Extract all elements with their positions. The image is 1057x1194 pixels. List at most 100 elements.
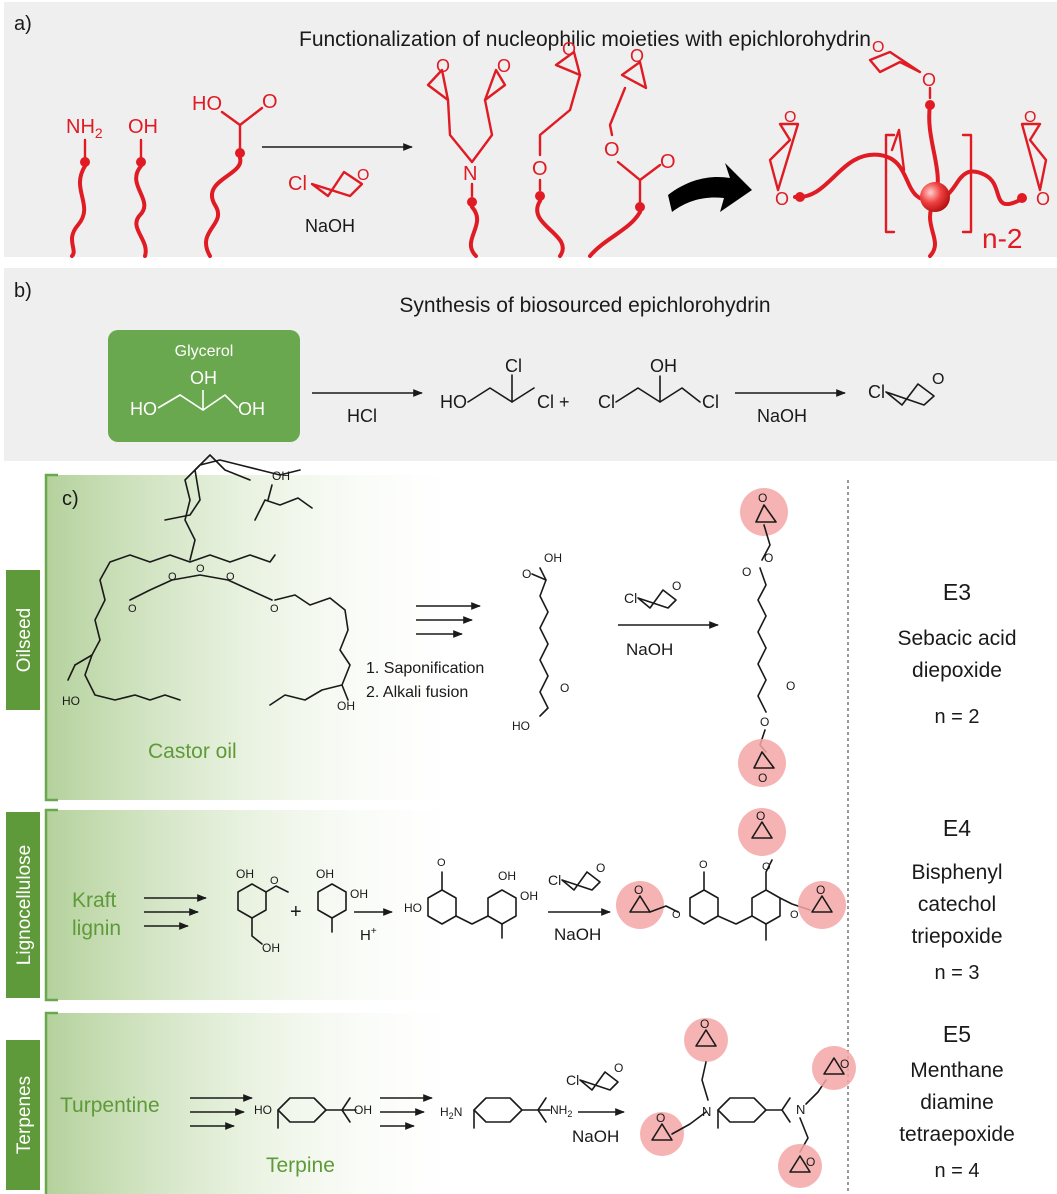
lignocellulose-tab: [6, 812, 40, 998]
menthane-tetraepoxide-structure: O O N N O O: [640, 1017, 856, 1188]
lignocellulose-background: [46, 810, 476, 1000]
glycidyl-ether: O O: [532, 39, 582, 258]
svg-text:O: O: [758, 771, 767, 785]
svg-text:O: O: [436, 56, 450, 76]
panel-b-reagent-2: NaOH: [757, 406, 807, 426]
svg-text:Cl: Cl: [598, 392, 615, 412]
e4-n: n = 3: [934, 962, 979, 984]
castor-oil-label: Castor oil: [148, 740, 237, 763]
panel-c: Oilseed Lignocellulose Terpenes c) HO OH…: [6, 454, 1017, 1194]
svg-text:O: O: [758, 491, 767, 505]
svg-text:NH2: NH2: [550, 1103, 572, 1119]
panel-b: b) Synthesis of biosourced epichlorohydr…: [4, 268, 1057, 461]
svg-text:HO: HO: [440, 392, 467, 412]
svg-text:O: O: [760, 715, 769, 729]
e5-name-2: diamine: [920, 1091, 994, 1114]
svg-text:O: O: [497, 56, 511, 76]
svg-text:H2N: H2N: [440, 1105, 462, 1121]
panel-b-letter: b): [14, 280, 32, 302]
svg-text:O: O: [357, 167, 369, 184]
svg-text:OH: OH: [350, 887, 368, 901]
turpentine-label: Turpentine: [60, 1094, 160, 1117]
lignin-acid: H+: [360, 926, 377, 944]
amine-chain: NH2: [66, 116, 103, 258]
svg-text:OH: OH: [520, 889, 538, 903]
svg-text:OH: OH: [498, 869, 516, 883]
terpene-naoh: NaOH: [572, 1127, 619, 1146]
svg-text:N: N: [463, 163, 477, 185]
panel-a-letter: a): [14, 13, 32, 35]
svg-text:Cl +: Cl +: [537, 392, 570, 412]
kraft-label: Kraft: [72, 889, 117, 912]
lignocellulose-tab-label: Lignocellulose: [14, 845, 35, 965]
e4-code: E4: [943, 815, 971, 841]
lignin-naoh: NaOH: [554, 925, 601, 944]
oilseed-reagent: Cl O NaOH: [618, 579, 719, 659]
svg-text:O: O: [656, 1111, 665, 1125]
svg-text:O: O: [128, 603, 137, 615]
svg-text:HO: HO: [512, 719, 530, 733]
svg-text:Cl: Cl: [868, 382, 885, 402]
terpine-arrows: [380, 1094, 433, 1130]
svg-text:OH: OH: [337, 699, 355, 713]
sebacic-acid-structure: OH O O HO: [512, 551, 569, 733]
glycerol-structure: OH HO OH: [130, 368, 265, 419]
bisphenyl-catechol-structure: HO O OH OH: [404, 857, 538, 939]
panel-a-big-arrow: [668, 163, 752, 212]
bisphenyl-triepoxide-structure: O O O O O O O: [616, 808, 846, 941]
panel-a-background: [4, 2, 1057, 257]
svg-text:O: O: [775, 189, 789, 209]
lignin-arrows: [144, 894, 207, 930]
sebacic-diepoxide-structure: O O O O O O: [738, 488, 795, 787]
svg-text:O: O: [840, 1057, 849, 1071]
panel-a: a) Functionalization of nucleophilic moi…: [4, 2, 1057, 258]
svg-text:O: O: [614, 1061, 623, 1075]
e4-name-3: triepoxide: [911, 925, 1002, 948]
svg-text:OH: OH: [272, 469, 290, 483]
svg-text:O: O: [806, 1155, 815, 1169]
e3-n: n = 2: [934, 706, 979, 728]
carboxyl-chain: HO O: [192, 91, 278, 258]
svg-text:HO: HO: [254, 1103, 272, 1117]
e3-name-1: Sebacic acid: [897, 627, 1016, 650]
e4-name-1: Bisphenyl: [911, 861, 1002, 884]
svg-text:HO: HO: [404, 901, 422, 915]
e5-name-3: tetraepoxide: [899, 1123, 1015, 1146]
svg-text:OH: OH: [544, 551, 562, 565]
svg-text:O: O: [790, 909, 799, 921]
svg-text:Cl: Cl: [624, 590, 637, 606]
dichloropropanol-2: Cl OH Cl: [598, 356, 719, 412]
e4-name-2: catechol: [918, 893, 996, 916]
e3-name-2: diepoxide: [912, 659, 1002, 682]
panel-a-title: Functionalization of nucleophilic moieti…: [299, 28, 871, 51]
glycerol-box: [108, 330, 300, 442]
amine-label: NH2: [66, 116, 103, 141]
svg-text:O: O: [1024, 109, 1036, 126]
oilseed-background: [46, 475, 476, 800]
svg-text:O: O: [604, 139, 620, 161]
terpenes-tab: [6, 1040, 40, 1190]
svg-text:Cl: Cl: [548, 872, 561, 888]
svg-text:O: O: [196, 563, 205, 575]
svg-text:O: O: [786, 679, 795, 693]
svg-text:O: O: [560, 681, 569, 695]
terpine-structure: HO OH: [254, 1097, 372, 1129]
svg-text:Cl: Cl: [288, 173, 307, 195]
e5-name-1: Menthane: [910, 1059, 1003, 1082]
svg-text:OH: OH: [650, 356, 677, 376]
oilseed-step-2: 2. Alkali fusion: [366, 684, 468, 701]
repeat-unit-label: n-2: [982, 223, 1022, 254]
svg-text:Cl: Cl: [505, 356, 522, 376]
svg-text:OH: OH: [262, 941, 280, 955]
lignin-label: lignin: [72, 917, 121, 940]
svg-text:O: O: [932, 371, 944, 388]
oilseed-arrows: [416, 602, 481, 638]
epoxy-network: n-2 O O O O O O: [768, 39, 1050, 258]
oilseed-tab-label: Oilseed: [14, 608, 35, 672]
hydroxyl-chain: OH: [128, 116, 158, 258]
svg-text:Cl: Cl: [566, 1072, 579, 1088]
svg-text:O: O: [816, 883, 825, 897]
svg-text:O: O: [562, 39, 576, 59]
svg-text:O: O: [672, 909, 681, 921]
